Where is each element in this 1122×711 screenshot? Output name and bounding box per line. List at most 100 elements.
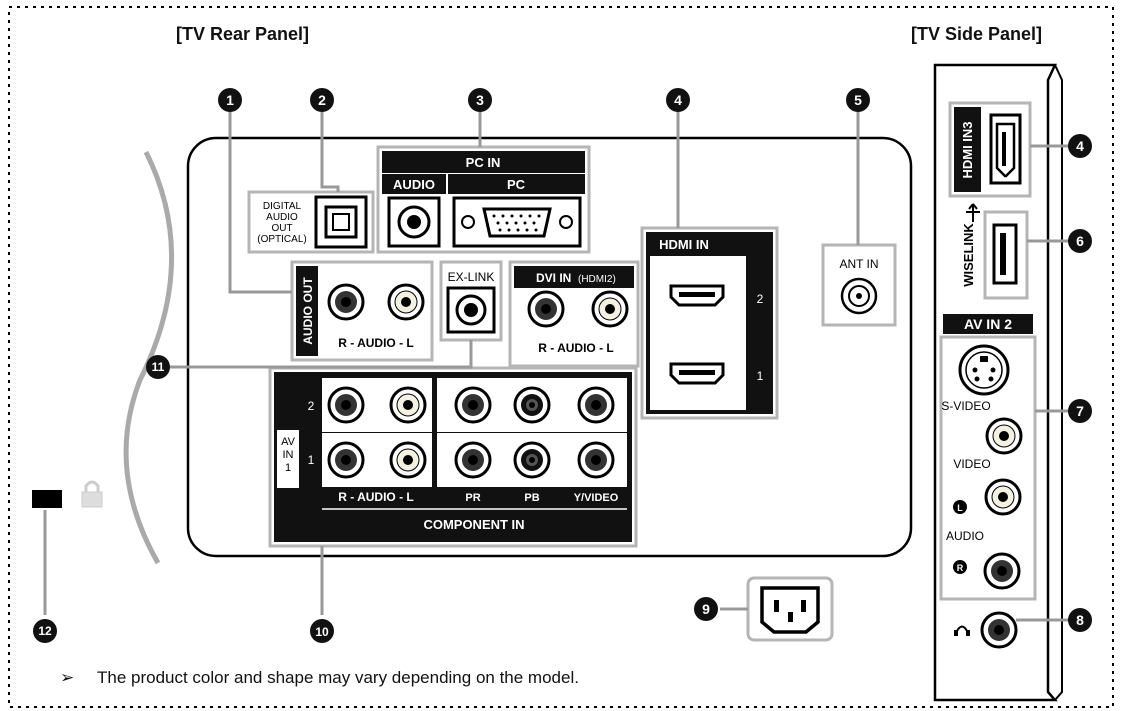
av-in-1-label-bg <box>277 430 299 488</box>
y-video-label: Y/VIDEO <box>574 492 619 504</box>
lock-icon <box>81 480 103 508</box>
callout-1: 1 <box>218 88 242 112</box>
av-in-2-header <box>943 314 1033 334</box>
callout-4-side: 4 <box>1068 134 1092 158</box>
pr-label: PR <box>465 492 480 504</box>
av1-pr-jack-icon <box>454 441 492 479</box>
ex-link-jack-icon <box>446 286 496 334</box>
pb-label: PB <box>524 492 539 504</box>
svg-text:3: 3 <box>476 92 484 108</box>
callout-4-rear: 4 <box>666 88 690 112</box>
svg-text:2: 2 <box>318 92 326 108</box>
vga-port-icon <box>452 196 582 248</box>
power-socket-icon <box>746 576 834 642</box>
dvi-in-sub-label: (HDMI2) <box>578 274 616 285</box>
side-hdmi-port-icon <box>989 113 1022 185</box>
audio-out-side-label-bg <box>296 266 318 356</box>
av2-audio-r-jack-icon <box>327 386 365 424</box>
av1-audio-r-jack-icon <box>327 441 365 479</box>
footer-note-text: The product color and shape may vary dep… <box>96 668 579 687</box>
dvi-in-label: DVI IN <box>536 271 571 285</box>
svg-text:R: R <box>957 563 964 573</box>
svg-text:4: 4 <box>674 92 682 108</box>
audio-out-rl-label: R - AUDIO - L <box>338 336 414 350</box>
digital-audio-out-line4: (OPTICAL) <box>257 234 306 245</box>
dvi-audio-r-jack-icon <box>527 290 565 328</box>
pc-label: PC <box>507 177 526 192</box>
callout-2: 2 <box>310 88 334 112</box>
rear-panel-heading: [TV Rear Panel] <box>176 24 310 44</box>
svg-text:1: 1 <box>226 92 234 108</box>
svg-text:12: 12 <box>38 624 52 638</box>
callout-7: 7 <box>1068 399 1092 423</box>
leader-lines <box>43 100 1070 622</box>
headphone-jack-icon <box>980 611 1018 649</box>
note-arrow-icon: ➢ <box>60 668 75 687</box>
callout-6: 6 <box>1068 229 1092 253</box>
pc-audio-jack-icon <box>387 196 441 248</box>
usb-icon <box>966 203 980 222</box>
audio-out-l-jack-icon <box>387 283 425 321</box>
pc-header <box>448 174 585 194</box>
optical-port-icon <box>314 195 368 249</box>
av-row-2-number: 2 <box>308 399 315 413</box>
ant-in-label: ANT IN <box>839 257 878 271</box>
callout-8: 8 <box>1068 608 1092 632</box>
svg-text:5: 5 <box>854 92 862 108</box>
audio-out-label: AUDIO OUT <box>301 277 315 345</box>
hdmi-in3-label-bg <box>954 107 981 192</box>
hdmi-1-port-icon <box>661 353 733 393</box>
av-in-1-line2: IN <box>283 449 294 461</box>
audio-out-r-jack-icon <box>327 283 365 321</box>
pc-audio-header <box>382 174 446 194</box>
side-panel-heading: [TV Side Panel] <box>911 24 1043 44</box>
av1-audio-l-jack-icon <box>389 441 427 479</box>
av-in-1-line3: 1 <box>285 462 291 474</box>
footer-note: ➢ The product color and shape may vary d… <box>60 668 579 688</box>
svg-text:9: 9 <box>702 601 710 617</box>
antenna-jack-icon <box>840 277 878 315</box>
av-in-1-line1: AV <box>281 436 296 448</box>
pc-in-label: PC IN <box>466 155 501 170</box>
digital-audio-out-line2: AUDIO <box>266 212 298 223</box>
side-audio-r-badge <box>953 560 967 574</box>
kensington-slot <box>32 490 62 508</box>
side-video-label: VIDEO <box>953 457 990 471</box>
side-panel-edge <box>1054 64 1063 701</box>
wiselink-label: WISELINK <box>961 223 976 287</box>
dvi-audio-rl-label: R - AUDIO - L <box>538 341 614 355</box>
av-row-1-number: 1 <box>308 453 315 467</box>
svg-text:11: 11 <box>152 360 165 374</box>
hdmi-in3-label: HDMI IN3 <box>960 121 975 178</box>
side-audio-l-jack-icon <box>984 478 1022 516</box>
side-audio-r-jack-icon <box>983 552 1021 590</box>
av2-y-jack-icon <box>577 386 615 424</box>
ex-link-label: EX-LINK <box>448 270 495 284</box>
svg-text:4: 4 <box>1076 138 1084 154</box>
side-audio-l-badge <box>953 500 967 514</box>
callout-5: 5 <box>846 88 870 112</box>
av1-pb-jack-icon <box>513 441 551 479</box>
av-in-2-label: AV IN 2 <box>964 316 1012 332</box>
callout-10: 10 <box>310 619 334 643</box>
digital-audio-out-line3: OUT <box>271 223 292 234</box>
svg-text:7: 7 <box>1076 403 1084 419</box>
av1-y-jack-icon <box>577 441 615 479</box>
headphone-icon <box>954 625 970 636</box>
side-video-jack-icon <box>985 417 1023 455</box>
hdmi-in-label: HDMI IN <box>659 237 709 252</box>
pc-in-header <box>382 151 585 173</box>
callout-9: 9 <box>694 597 718 621</box>
tv-curve-line <box>123 150 174 565</box>
wiselink-usb-port-icon <box>983 210 1029 300</box>
hdmi-2-number: 2 <box>757 292 764 306</box>
svg-text:L: L <box>957 503 963 513</box>
dvi-audio-l-jack-icon <box>591 290 629 328</box>
hdmi-2-port-icon <box>661 275 733 315</box>
side-audio-label: AUDIO <box>946 529 984 543</box>
callout-3: 3 <box>468 88 492 112</box>
hdmi-1-number: 1 <box>757 369 764 383</box>
s-video-label: S-VIDEO <box>941 399 990 413</box>
